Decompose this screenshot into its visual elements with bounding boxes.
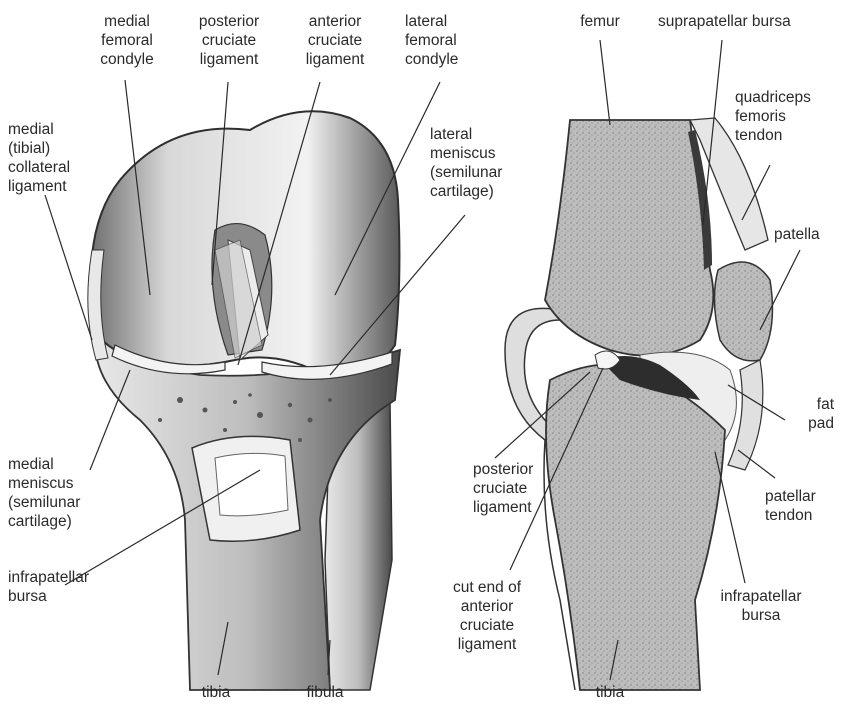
tibia-section bbox=[546, 364, 725, 690]
patella-section bbox=[714, 262, 772, 361]
label-tibia-right: tibia bbox=[580, 683, 640, 702]
label-fibula: fibula bbox=[290, 683, 360, 702]
label-suprapatellar-bursa: suprapatellar bursa bbox=[658, 12, 838, 31]
left-knee-figure bbox=[88, 111, 400, 690]
label-tibia-left: tibia bbox=[186, 683, 246, 702]
femur-section bbox=[545, 120, 713, 356]
label-patella: patella bbox=[774, 225, 839, 244]
label-femur: femur bbox=[560, 12, 640, 31]
